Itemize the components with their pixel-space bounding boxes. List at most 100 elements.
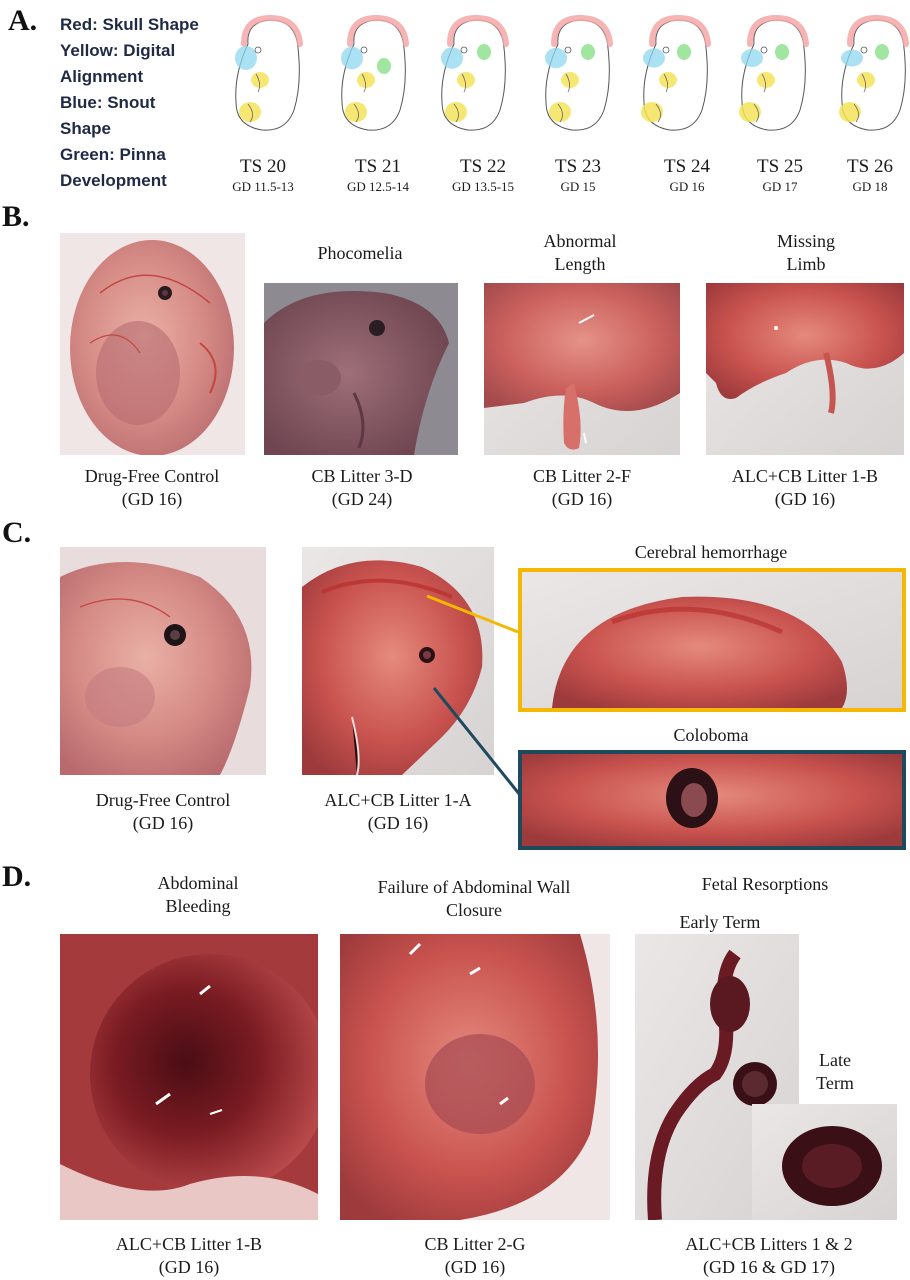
figure-caption: Drug-Free Control (GD 16) — [60, 789, 266, 835]
embryo-schematic — [441, 14, 509, 131]
caption-line: (GD 16 & GD 17) — [703, 1257, 835, 1277]
hindlimb-highlight — [239, 102, 261, 122]
limb-line — [761, 73, 766, 93]
stage-gd: GD 12.5-14 — [346, 179, 410, 194]
caption-line: CB Litter 3-D — [311, 466, 413, 486]
stage-label: TS 23 GD 15 — [528, 156, 628, 196]
embryo-schematic — [341, 14, 409, 131]
stage-ts: TS 25 — [757, 156, 803, 177]
stage-ts: TS 21 — [355, 156, 401, 177]
title-line: Abnormal — [543, 231, 617, 251]
title-line: Term — [816, 1073, 854, 1093]
figure-title: Abnormal Length — [482, 230, 678, 276]
limb-line — [753, 103, 759, 123]
pinna-highlight — [477, 44, 491, 60]
coloboma-title: Coloboma — [673, 725, 749, 745]
skull-highlight — [747, 14, 809, 47]
title-line: Abdominal — [157, 873, 239, 893]
caption-line: Drug-Free Control — [95, 790, 231, 810]
caption-line: (GD 16) — [158, 1257, 220, 1277]
zoom-coloboma — [518, 750, 906, 850]
eye-outline — [860, 46, 868, 54]
panel-label-d: D. — [2, 860, 32, 893]
stage-label: TS 21 GD 12.5-14 — [328, 156, 428, 196]
skull-highlight — [447, 14, 509, 47]
photo-missing-limb — [706, 283, 904, 455]
snout-highlight — [643, 48, 665, 68]
eye-outline — [662, 46, 670, 54]
stage-ts: TS 20 — [240, 156, 286, 177]
caption-line: (GD 16) — [367, 813, 429, 833]
limb-line — [255, 73, 260, 93]
snout-highlight — [741, 49, 763, 67]
limb-line — [861, 73, 866, 93]
panel-label-b: B. — [2, 200, 30, 233]
title-line: Failure of Abdominal Wall — [377, 877, 571, 897]
stage-gd: GD 13.5-15 — [451, 179, 515, 194]
title-line: Bleeding — [165, 896, 231, 916]
hindlimb-highlight — [549, 102, 571, 122]
skull-highlight — [241, 14, 303, 47]
photo-phocomelia — [264, 283, 458, 455]
limb-line — [655, 103, 661, 123]
limb-line — [565, 73, 570, 93]
forelimb-highlight — [457, 72, 475, 88]
limb-line — [663, 73, 668, 93]
caption-line: (GD 16) — [551, 489, 613, 509]
legend-line: Red: Skull Shape — [60, 15, 199, 34]
forelimb-highlight — [857, 72, 875, 88]
figure-title: Missing Limb — [708, 230, 904, 276]
caption-line: ALC+CB Litter 1-B — [731, 466, 879, 486]
stage-ts: TS 24 — [664, 156, 710, 177]
pinna-highlight — [581, 44, 595, 60]
figure-title: Fetal Resorptions — [701, 874, 829, 894]
caption-line: (GD 16) — [121, 489, 183, 509]
stage-label: TS 20 GD 11.5-13 — [213, 156, 313, 196]
photo-alc-cb-litter-1a — [302, 547, 494, 775]
title-line: Missing — [776, 231, 836, 251]
embryo-schematic — [739, 14, 809, 131]
figure-title: Abdominal Bleeding — [98, 872, 298, 918]
stage-gd: GD 17 — [762, 179, 798, 194]
photo-abnormal-length — [484, 283, 680, 455]
photo-early-term-resorption — [635, 934, 799, 1220]
limb-line — [353, 103, 359, 123]
embryo-schematic — [545, 14, 613, 131]
title-line: Late — [819, 1050, 851, 1070]
color-legend: Red: Skull Shape Yellow: Digital Alignme… — [60, 12, 230, 194]
forelimb-highlight — [357, 72, 375, 88]
caption-line: CB Litter 2-G — [424, 1234, 526, 1254]
panel-label-a: A. — [8, 4, 38, 37]
figure-title: Phocomelia — [317, 243, 403, 263]
eye-outline — [760, 46, 768, 54]
hindlimb-highlight — [641, 102, 663, 122]
snout-highlight — [545, 47, 567, 69]
stage-gd: GD 16 — [669, 179, 705, 194]
eye-outline — [254, 46, 262, 54]
pinna-highlight — [875, 44, 889, 60]
figure-caption: ALC+CB Litter 1-A (GD 16) — [290, 789, 506, 835]
photo-abdominal-bleeding — [60, 934, 318, 1220]
snout-highlight — [235, 46, 257, 70]
caption-line: ALC+CB Litter 1-A — [324, 790, 472, 810]
figure-caption: CB Litter 2-F (GD 16) — [482, 465, 682, 511]
limb-line — [247, 103, 253, 123]
limb-line — [461, 73, 466, 93]
figure-subtitle: Late Term — [790, 1049, 880, 1095]
caption-line: (GD 16) — [444, 1257, 506, 1277]
limb-line — [853, 103, 859, 123]
snout-highlight — [441, 47, 463, 69]
snout-highlight — [841, 49, 863, 67]
forelimb-highlight — [757, 72, 775, 88]
forelimb-highlight — [251, 72, 269, 88]
hemorrhage-title: Cerebral hemorrhage — [634, 542, 788, 562]
stage-ts: TS 22 — [460, 156, 506, 177]
legend-line: Yellow: Digital — [60, 41, 176, 60]
stage-label: TS 25 GD 17 — [730, 156, 830, 196]
figure-caption: ALC+CB Litter 1-B (GD 16) — [700, 465, 910, 511]
stage-gd: GD 11.5-13 — [232, 179, 294, 194]
caption-line: CB Litter 2-F — [533, 466, 631, 486]
skull-highlight — [847, 14, 909, 47]
forelimb-highlight — [561, 72, 579, 88]
hindlimb-highlight — [345, 102, 367, 122]
